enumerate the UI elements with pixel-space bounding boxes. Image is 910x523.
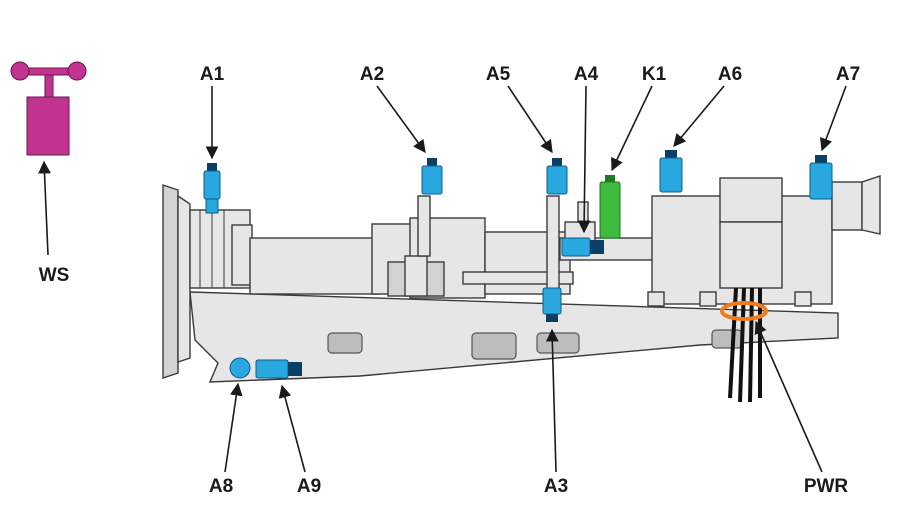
left-flange: [162, 184, 253, 379]
sensor-a4: [561, 237, 604, 257]
proximity-sensor-k1: [599, 175, 621, 239]
label-a5: A5: [486, 64, 511, 85]
sensor-a2: [421, 158, 443, 195]
label-a2: A2: [360, 64, 384, 85]
label-pwr: PWR: [804, 476, 849, 497]
sensor-a7: [809, 155, 833, 200]
label-k1: K1: [642, 64, 667, 85]
label-a8: A8: [209, 476, 233, 497]
label-a1: A1: [200, 64, 225, 85]
power-ring: [720, 301, 768, 321]
label-a7: A7: [836, 64, 860, 85]
motor-housing: [647, 175, 881, 307]
label-a9: A9: [297, 476, 321, 497]
label-a4: A4: [574, 64, 599, 85]
sensor-a9: [255, 359, 302, 379]
sensor-a6: [659, 150, 683, 193]
sensor-a5: [546, 158, 568, 195]
sensor-a8: [229, 357, 251, 379]
label-a6: A6: [718, 64, 742, 85]
label-ws: WS: [39, 265, 70, 286]
label-a3: A3: [544, 476, 568, 497]
wind-sensor: [10, 61, 87, 156]
leader-arrows: [38, 85, 847, 473]
bearing-block-a2: [387, 195, 445, 297]
main-shaft: [249, 217, 661, 299]
sensor-a1: [203, 163, 221, 214]
power-cables: [720, 287, 768, 403]
sensor-a3: [542, 287, 562, 322]
